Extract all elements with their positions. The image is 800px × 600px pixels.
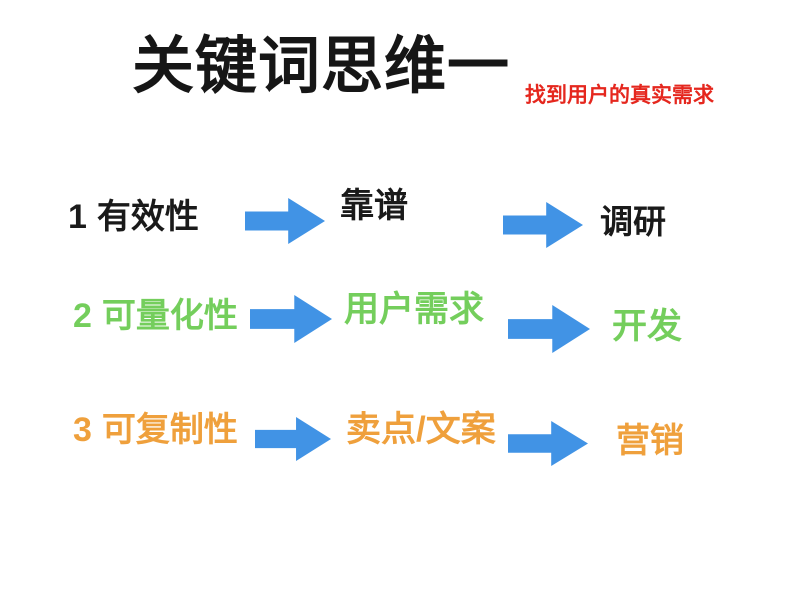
row2-middle-label: 用户需求 [344,290,485,329]
arrow-right-icon [508,421,588,466]
arrow-right-icon [503,202,583,248]
row1-result-label: 调研 [600,203,666,240]
row3-keyword: 可复制性 [101,411,238,449]
row3-result-label: 营销 [616,422,684,460]
row2-result-label: 开发 [612,307,683,346]
arrow-right-icon [250,295,332,343]
row1-number: 1 [68,198,87,236]
row1-middle-label: 靠谱 [340,187,408,225]
arrow-right-icon [255,417,331,461]
slide-subtitle: 找到用户的真实需求 [525,84,714,107]
row3-number: 3 [73,411,92,449]
row1-keyword: 有效性 [96,198,199,236]
arrow-right-icon [245,198,325,244]
row2-number: 2 [73,297,92,335]
row2-keyword: 可量化性 [101,297,238,335]
row3-middle-label: 卖点/文案 [346,410,496,449]
slide-title: 关键词思维一 [132,32,511,101]
arrow-right-icon [508,305,590,353]
